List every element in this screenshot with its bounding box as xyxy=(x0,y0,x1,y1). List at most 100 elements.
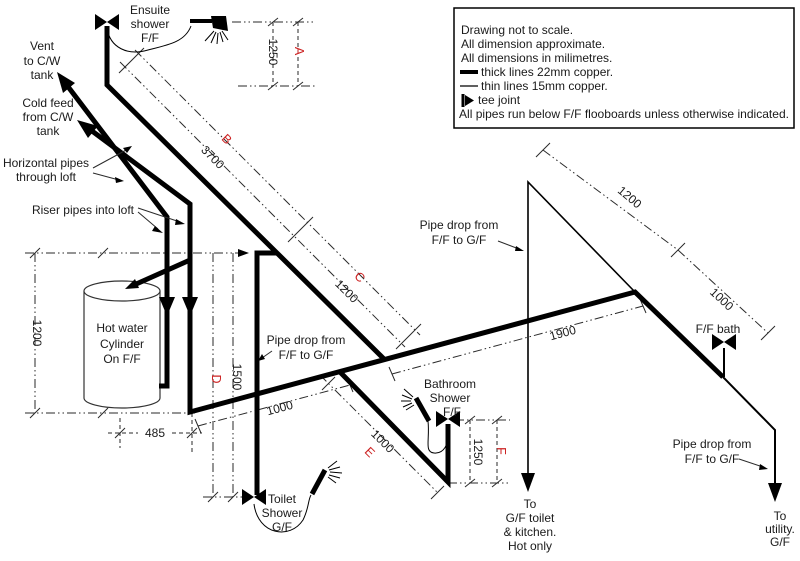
label-to-gf: & kitchen. xyxy=(504,525,557,539)
dim-tick xyxy=(321,376,445,500)
label-pipe-drop-right: F/F to G/F xyxy=(685,452,740,466)
shower-hose xyxy=(106,25,192,53)
arrow-down-icon xyxy=(521,473,535,492)
label-toilet-shower: G/F xyxy=(272,520,292,534)
tee-joint-toilet-icon xyxy=(242,489,266,505)
legend-line: thin lines 15mm copper. xyxy=(481,79,608,93)
dim-tick xyxy=(114,427,198,439)
dim-d-letter: D xyxy=(209,374,223,383)
dim-1900-line xyxy=(391,305,644,375)
label-to-gf: G/F toilet xyxy=(506,511,555,525)
tee-joint-bath-icon xyxy=(712,334,736,350)
dim-f-letter: F xyxy=(494,447,508,455)
dimension-construction-lines xyxy=(25,17,776,503)
pipe-cylinder-feed xyxy=(132,257,192,288)
dim-f-lines xyxy=(448,419,510,484)
label-horizontal-pipes: through loft xyxy=(16,170,77,184)
dim-f-value: 1250 xyxy=(471,439,485,466)
tee-joints xyxy=(95,14,736,505)
label-ff-bath: F/F bath xyxy=(696,322,741,336)
dim-tick xyxy=(207,491,239,503)
dim-a-value: 1250 xyxy=(266,39,280,66)
pointer-horizontal-pipes xyxy=(92,148,129,181)
label-vent: to C/W xyxy=(24,54,61,68)
dim-right-1200-value: 1200 xyxy=(615,183,645,211)
arrow-right-icon xyxy=(238,249,249,257)
dim-d-value: 1500 xyxy=(230,364,244,391)
dim-c-letter: C xyxy=(352,269,368,285)
tee-joint-bathroom-icon xyxy=(436,411,460,427)
label-to-gf: Hot only xyxy=(508,539,552,553)
label-bathroom-shower: Bathroom xyxy=(424,377,476,391)
arrow-down-icon xyxy=(768,483,782,502)
pipe-drop-to-utility xyxy=(722,376,776,498)
label-to-utility: To xyxy=(774,509,787,523)
dim-b-letter: B xyxy=(219,131,235,147)
dim-tick xyxy=(388,298,647,382)
dim-tick xyxy=(535,142,776,341)
label-ensuite-shower: F/F xyxy=(141,31,159,45)
label-cold-feed: Cold feed xyxy=(22,96,73,110)
legend-border xyxy=(453,7,795,129)
pointer-pipe-drop-top xyxy=(497,240,520,250)
label-cylinder: On F/F xyxy=(103,352,140,366)
label-ensuite-shower: Ensuite xyxy=(130,3,170,17)
label-to-utility: utility. xyxy=(765,522,795,536)
label-toilet-shower: Toilet xyxy=(268,492,297,506)
arrow-riser-down-icon xyxy=(182,297,198,316)
dim-tick xyxy=(267,17,304,91)
pointer-pipe-drop-right xyxy=(738,458,764,468)
label-pipe-drop-mid: Pipe drop from xyxy=(267,333,346,347)
label-to-utility: G/F xyxy=(770,535,790,549)
label-to-gf: To xyxy=(524,497,537,511)
label-bathroom-shower: Shower xyxy=(430,391,471,405)
pipe-drop-toilet-shower xyxy=(254,250,277,495)
pipe-cold-feed-main-run xyxy=(86,125,725,416)
label-cylinder: Cylinder xyxy=(100,337,144,351)
label-pipe-drop-top: Pipe drop from xyxy=(420,218,499,232)
label-vent: tank xyxy=(31,68,55,82)
legend-line: Drawing not to scale. xyxy=(461,23,573,37)
dim-right-1000-value: 1000 xyxy=(707,285,736,314)
label-bathroom-shower: F/F xyxy=(443,405,461,419)
arrow-cold-feed-icon xyxy=(77,120,98,138)
label-cylinder: Hot water xyxy=(96,321,147,335)
hot-water-cylinder xyxy=(83,280,161,409)
label-vent: Vent xyxy=(30,39,55,53)
dim-left-value: 1200 xyxy=(30,320,44,347)
pipe-drop-to-gf-kitchen xyxy=(527,180,636,488)
pipe-ensuite-main-run xyxy=(104,26,387,362)
toilet-shower-icon xyxy=(253,460,343,533)
thick-pipes xyxy=(57,26,725,495)
cylinder-top xyxy=(83,280,161,302)
dim-f-extension xyxy=(469,420,498,483)
shower-hose xyxy=(253,494,312,533)
dim-1000-lower-line xyxy=(197,384,351,427)
cylinder-body xyxy=(83,291,161,409)
tee-joint-ensuite-icon xyxy=(95,14,119,30)
label-toilet-shower: Shower xyxy=(262,506,303,520)
pointer-arrows xyxy=(92,146,768,470)
dim-b-value: 3700 xyxy=(198,143,227,172)
text-labels: Ensuite shower F/F Vent to C/W tank Cold… xyxy=(3,3,795,553)
arrow-into-cylinder-icon xyxy=(125,279,139,289)
thin-pipes xyxy=(521,180,782,502)
arrow-riser-down-icon xyxy=(159,297,175,316)
dim-tick xyxy=(29,247,109,419)
bathroom-shower-icon xyxy=(401,388,449,454)
dim-485-value: 485 xyxy=(145,426,165,440)
pipe-bathroom-shower-branch xyxy=(338,370,451,489)
label-cold-feed: from C/W xyxy=(23,110,74,124)
legend-line: thick lines 22mm copper. xyxy=(481,65,613,79)
legend: Drawing not to scale. All dimension appr… xyxy=(453,7,795,129)
label-pipe-drop-mid: F/F to G/F xyxy=(279,348,334,362)
arrow-vent-icon xyxy=(57,72,75,93)
legend-tee-icon xyxy=(461,94,474,107)
label-ensuite-shower: shower xyxy=(131,17,170,31)
legend-line: tee joint xyxy=(478,93,521,107)
dim-tick xyxy=(464,415,503,488)
label-cold-feed: tank xyxy=(37,124,61,138)
dim-bc-outer-line xyxy=(134,49,421,336)
